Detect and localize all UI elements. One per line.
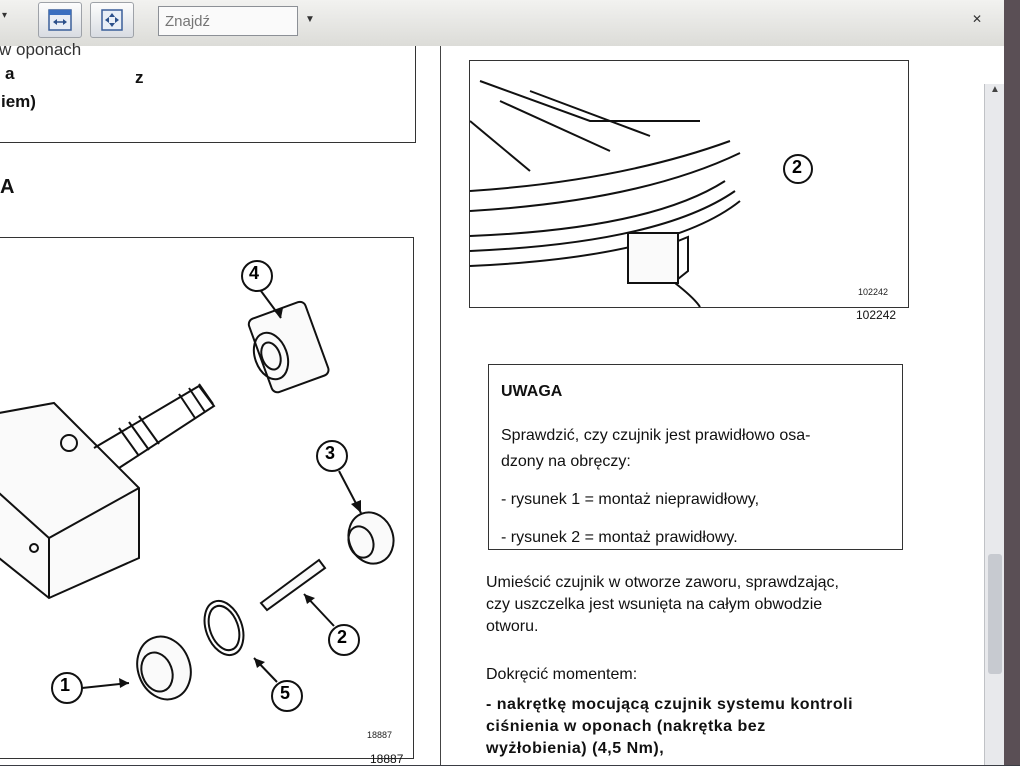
warning-item-2: - rysunek 2 = montaż prawidłowy. (501, 529, 738, 546)
vertical-scrollbar[interactable]: ▲ (984, 84, 1005, 765)
paragraph-line: Umieścić czujnik w otworze zaworu, spraw… (486, 574, 839, 591)
fit-page-button[interactable] (90, 2, 134, 38)
toolbar: ▾ ▼ ✕ (0, 0, 1004, 47)
column-divider (440, 46, 441, 765)
warning-text-line1: Sprawdzić, czy czujnik jest prawidłowo o… (501, 427, 811, 444)
text-fragment: w oponach (0, 40, 82, 59)
search-dropdown-icon[interactable]: ▼ (305, 14, 315, 25)
callout-3: 3 (325, 443, 336, 463)
figure-number: 18887 (370, 752, 404, 766)
fit-width-button[interactable] (38, 2, 82, 38)
sensor-parts-drawing (0, 260, 395, 712)
warning-text-line2: dzony na obręczy: (501, 453, 631, 470)
table-fragment: w oponach a z iem) (0, 40, 416, 143)
bullet-line: wyżłobienia) (4,5 Nm), (486, 740, 665, 757)
scroll-up-icon[interactable]: ▲ (990, 84, 1000, 95)
callout-1: 1 (60, 675, 71, 695)
bullet-line: ciśnienia w oponach (nakrętka bez (486, 718, 766, 735)
text-fragment: iem) (1, 92, 36, 111)
section-heading: A (0, 176, 15, 198)
callout-2: 2 (337, 627, 348, 647)
wheel-sensor-figure: 2 102242 (469, 60, 909, 308)
monitor-bezel (1004, 0, 1020, 765)
callout-5: 5 (280, 683, 291, 703)
paragraph-line: otworu. (486, 618, 539, 635)
paragraph-line: czy uszczelka jest wsunięta na całym obw… (486, 596, 823, 613)
dropdown-arrow-icon[interactable]: ▾ (2, 10, 8, 21)
scroll-thumb[interactable] (988, 554, 1002, 674)
warning-box: UWAGA Sprawdzić, czy czujnik jest prawid… (488, 364, 903, 550)
paragraph-2: Dokręcić momentem: (486, 666, 638, 683)
exploded-view-figure: 4 3 2 5 1 18887 (0, 237, 414, 759)
close-icon[interactable]: ✕ (971, 12, 982, 26)
text-fragment: a (5, 64, 15, 83)
callout-4: 4 (249, 263, 260, 283)
bullet-line: - nakrętkę mocującą czujnik systemu kont… (486, 696, 854, 713)
paragraph-1: Umieścić czujnik w otworze zaworu, spraw… (486, 572, 898, 638)
figure-number: 102242 (856, 308, 897, 322)
text-fragment: z (135, 68, 144, 87)
callout-2: 2 (792, 157, 803, 177)
bullet-item: - nakrętkę mocującą czujnik systemu kont… (486, 694, 898, 760)
fit-page-icon (101, 9, 123, 31)
figure-number-small: 18887 (367, 730, 393, 740)
figure-number-small: 102242 (858, 287, 889, 297)
wheel-rim-drawing (470, 80, 813, 307)
warning-title: UWAGA (501, 383, 563, 400)
warning-item-1: - rysunek 1 = montaż nieprawidłowy, (501, 491, 760, 508)
search-input[interactable] (158, 6, 298, 36)
fit-width-icon (48, 9, 72, 31)
